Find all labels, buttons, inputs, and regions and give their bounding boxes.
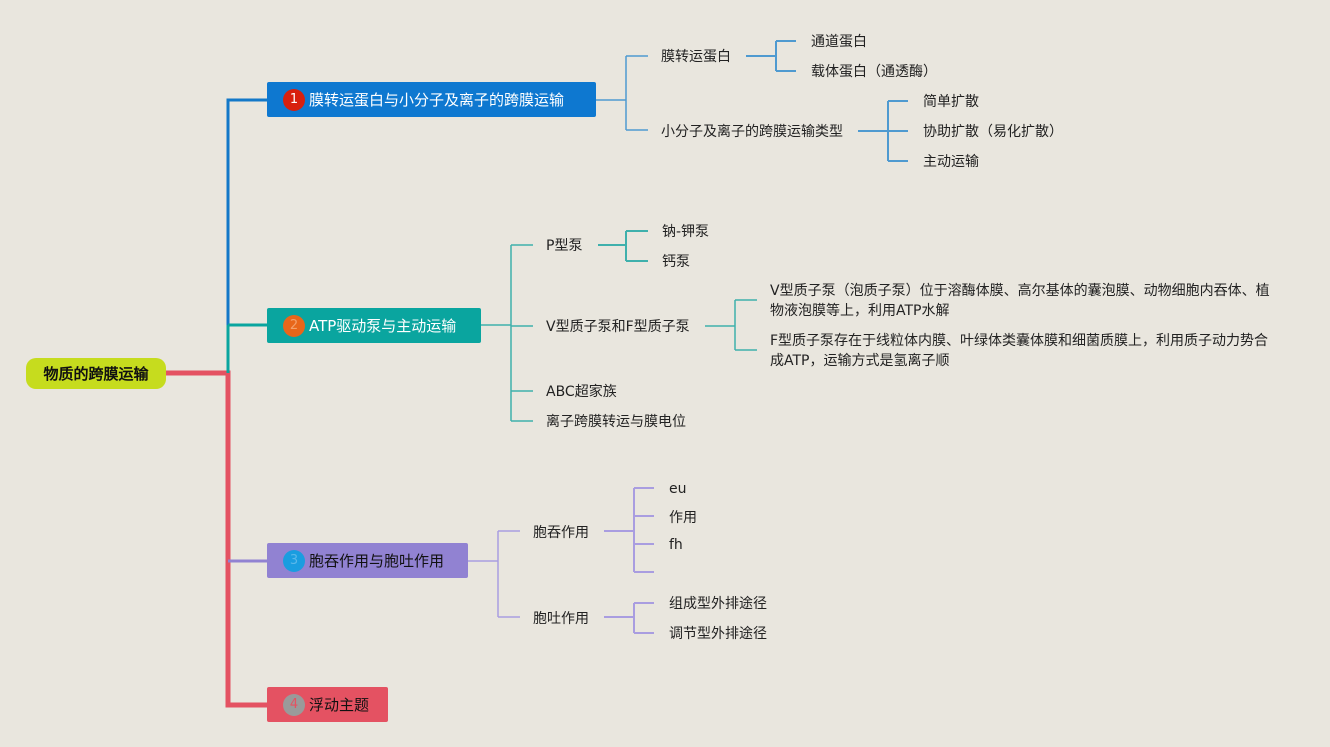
subtopic[interactable]: 作用 (669, 510, 697, 526)
subtopic[interactable]: fh (669, 537, 683, 553)
number-badge-icon: 2 (283, 314, 305, 337)
subtopic[interactable]: 小分子及离子的跨膜运输类型 (661, 124, 843, 140)
topic-label: 胞吞作用与胞吐作用 (309, 552, 445, 570)
subtopic[interactable]: 钙泵 (662, 254, 690, 270)
topic-label: 浮动主题 (309, 696, 370, 714)
subtopic[interactable]: 协助扩散（易化扩散） (923, 124, 1063, 140)
topic-label: 膜转运蛋白与小分子及离子的跨膜运输 (309, 91, 565, 109)
root-label: 物质的跨膜运输 (43, 365, 149, 383)
number-badge-icon: 3 (283, 549, 305, 572)
subtopic[interactable]: 胞吞作用 (533, 525, 589, 541)
subtopic[interactable]: 调节型外排途径 (669, 626, 767, 642)
subtopic[interactable]: 胞吐作用 (533, 611, 589, 627)
number-badge-icon: 4 (283, 693, 305, 716)
subtopic[interactable]: ABC超家族 (546, 384, 617, 400)
subtopic[interactable]: 离子跨膜转运与膜电位 (546, 414, 686, 430)
topic-1[interactable]: 1 膜转运蛋白与小分子及离子的跨膜运输 (267, 82, 596, 117)
number-badge-icon: 1 (283, 88, 305, 111)
subtopic[interactable]: 膜转运蛋白 (661, 49, 731, 65)
topic-3[interactable]: 3 胞吞作用与胞吐作用 (267, 543, 468, 578)
subtopic[interactable]: 钠-钾泵 (662, 224, 710, 240)
subtopic[interactable]: P型泵 (546, 238, 583, 254)
subtopic[interactable]: 载体蛋白（通透酶） (811, 64, 937, 80)
subtopic[interactable]: V型质子泵和F型质子泵 (546, 319, 690, 335)
root-topic[interactable]: 物质的跨膜运输 (26, 358, 166, 389)
topic-2[interactable]: 2 ATP驱动泵与主动运输 (267, 308, 481, 343)
subtopic-note[interactable]: V型质子泵（泡质子泵）位于溶酶体膜、高尔基体的囊泡膜、动物细胞内吞体、植物液泡膜… (770, 283, 1270, 319)
topic-4[interactable]: 4 浮动主题 (267, 687, 388, 722)
subtopic[interactable]: 简单扩散 (923, 94, 979, 110)
subtopic[interactable]: 通道蛋白 (811, 34, 867, 50)
subtopic[interactable]: 主动运输 (923, 154, 979, 170)
subtopic-note[interactable]: F型质子泵存在于线粒体内膜、叶绿体类囊体膜和细菌质膜上，利用质子动力势合成ATP… (770, 333, 1269, 369)
subtopic[interactable]: eu (669, 481, 687, 497)
subtopic[interactable]: 组成型外排途径 (669, 596, 767, 612)
topic-label: ATP驱动泵与主动运输 (309, 317, 457, 335)
